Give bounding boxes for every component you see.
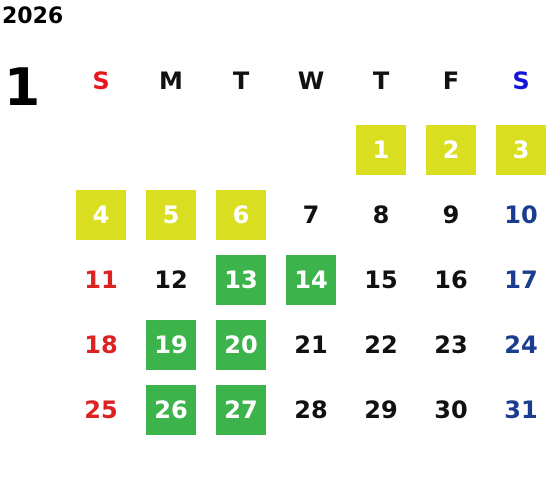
calendar-day[interactable]: 21 — [294, 331, 328, 359]
weekday-label: M — [159, 67, 183, 95]
calendar-year: 2026 — [2, 4, 64, 29]
calendar-day[interactable]: 8 — [372, 201, 390, 229]
calendar-day[interactable]: 4 — [76, 190, 126, 240]
calendar-day[interactable]: 27 — [216, 385, 266, 435]
calendar-day[interactable]: 7 — [302, 201, 320, 229]
calendar-day[interactable]: 10 — [504, 201, 538, 229]
weekday-label: S — [512, 67, 530, 95]
weekday-label: T — [372, 67, 390, 95]
calendar-day[interactable]: 19 — [146, 320, 196, 370]
calendar-day[interactable]: 15 — [364, 266, 398, 294]
calendar-day[interactable]: 29 — [364, 396, 398, 424]
calendar-day[interactable]: 6 — [216, 190, 266, 240]
calendar-day[interactable]: 11 — [84, 266, 118, 294]
calendar-day[interactable]: 12 — [154, 266, 188, 294]
calendar-day[interactable]: 9 — [442, 201, 460, 229]
weekday-label: T — [232, 67, 250, 95]
weekday-label: F — [442, 67, 460, 95]
calendar-day[interactable]: 22 — [364, 331, 398, 359]
calendar-day[interactable]: 14 — [286, 255, 336, 305]
calendar-day[interactable]: 28 — [294, 396, 328, 424]
calendar-day[interactable]: 16 — [434, 266, 468, 294]
calendar-day[interactable]: 2 — [426, 125, 476, 175]
calendar-day[interactable]: 20 — [216, 320, 266, 370]
calendar-day[interactable]: 23 — [434, 331, 468, 359]
calendar-day[interactable]: 31 — [504, 396, 538, 424]
calendar-day[interactable]: 13 — [216, 255, 266, 305]
calendar-month: 1 — [4, 58, 41, 118]
calendar-day[interactable]: 18 — [84, 331, 118, 359]
weekday-label: S — [92, 67, 110, 95]
calendar-day[interactable]: 25 — [84, 396, 118, 424]
weekday-label: W — [297, 67, 325, 95]
calendar-day[interactable]: 17 — [504, 266, 538, 294]
calendar-day[interactable]: 30 — [434, 396, 468, 424]
calendar-day[interactable]: 24 — [504, 331, 538, 359]
calendar-day[interactable]: 1 — [356, 125, 406, 175]
calendar-day[interactable]: 5 — [146, 190, 196, 240]
calendar-day[interactable]: 26 — [146, 385, 196, 435]
calendar-day[interactable]: 3 — [496, 125, 546, 175]
